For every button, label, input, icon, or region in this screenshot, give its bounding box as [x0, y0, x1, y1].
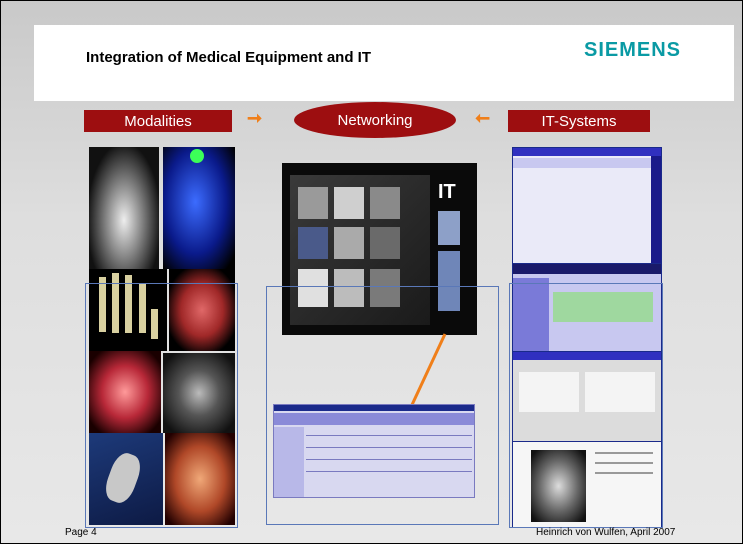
it-systems-frame — [509, 283, 663, 528]
header-band — [34, 25, 734, 101]
it-system-screenshot-1 — [512, 147, 662, 264]
angiography-image — [89, 147, 159, 269]
heart-3d-image — [89, 351, 161, 433]
arrow-right-icon: ➞ — [247, 108, 263, 128]
networking-frame — [266, 286, 499, 525]
pet-scan-image — [163, 147, 235, 269]
networking-ellipse: Networking — [294, 102, 456, 138]
it-system-screenshot-2 — [512, 263, 662, 359]
it-system-screenshot-4 — [512, 441, 662, 528]
pet-hotspot — [190, 149, 204, 163]
author-date: Heinrich von Wulfen, April 2007 — [536, 527, 676, 538]
organ-3d-image — [169, 269, 235, 351]
image-viewer-screenshot: IT — [282, 163, 477, 335]
slide-title: Integration of Medical Equipment and IT — [86, 49, 372, 66]
it-system-screenshot-3 — [512, 351, 662, 443]
modalities-box: Modalities — [84, 110, 232, 132]
hand-bones-image — [89, 269, 167, 351]
worklist-screenshot — [273, 404, 475, 498]
it-systems-box: IT-Systems — [508, 110, 650, 132]
vessel-3d-image — [89, 433, 163, 525]
it-label: IT — [438, 181, 456, 203]
siemens-logo: SIEMENS — [584, 39, 682, 61]
modalities-frame — [85, 283, 238, 528]
spine-3d-image — [165, 433, 235, 525]
lung-ct-image — [163, 353, 235, 433]
page-number: Page 4 — [65, 527, 97, 538]
